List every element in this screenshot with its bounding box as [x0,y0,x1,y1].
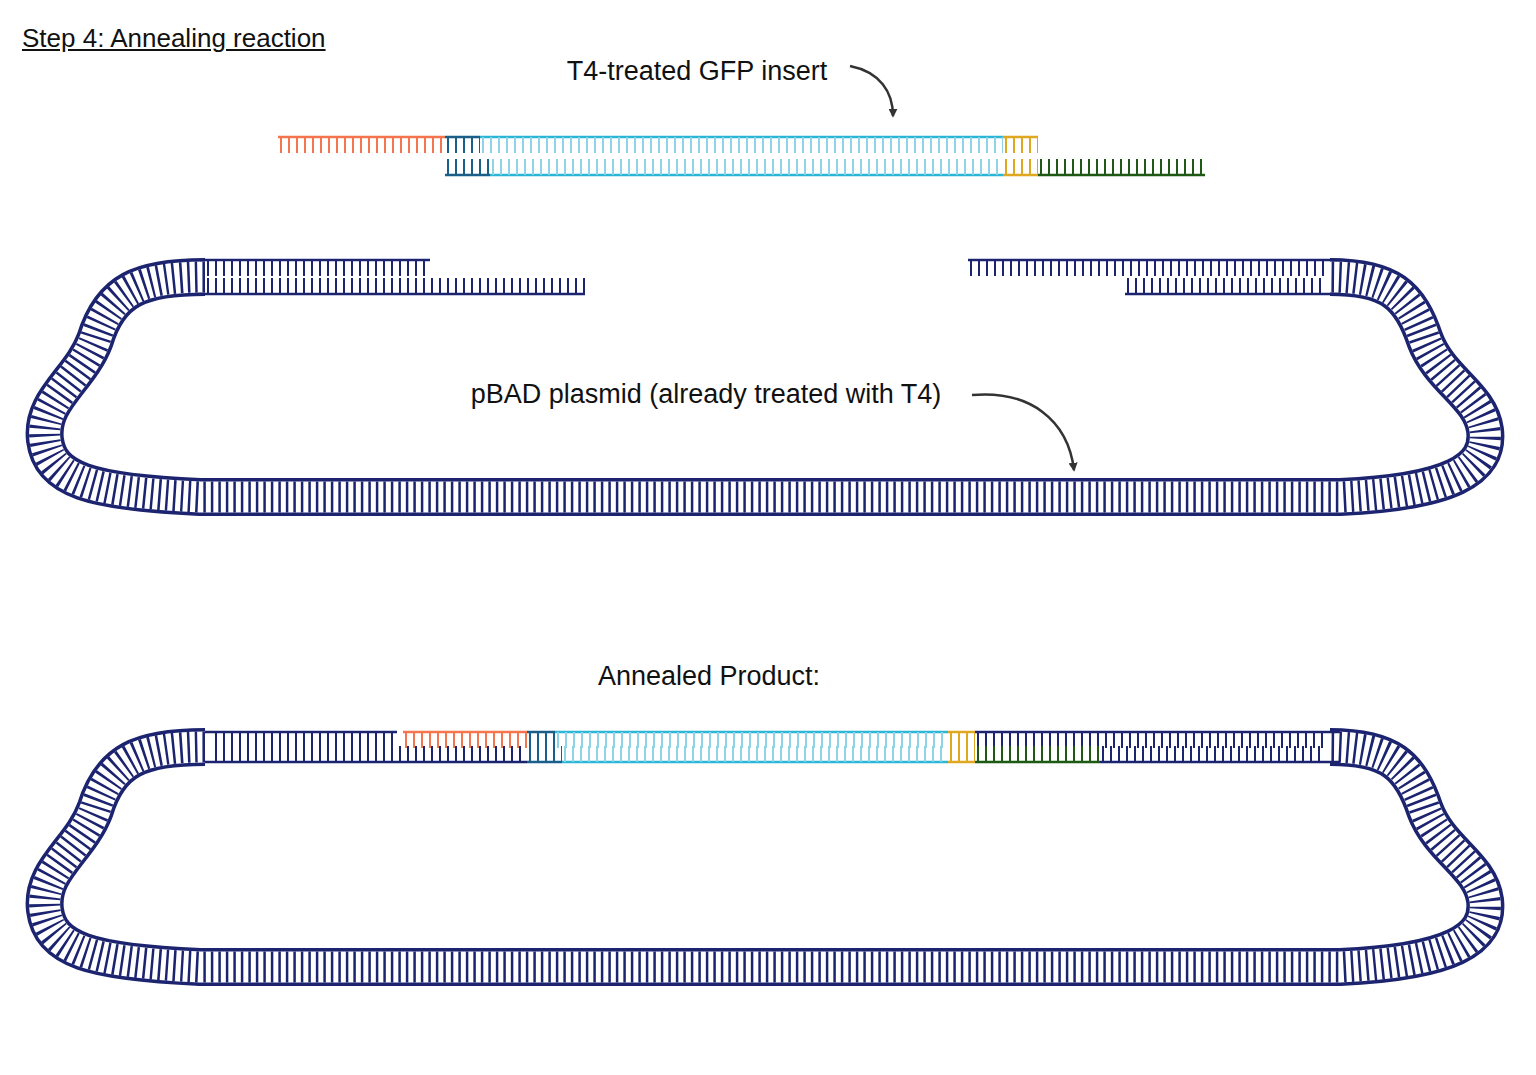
plasmid-label: pBAD plasmid (already treated with T4) [471,378,942,410]
step-title: Step 4: Annealing reaction [22,22,326,54]
insert-top-strand [278,137,1038,145]
leader-arrow [972,394,1074,470]
insert-label: T4-treated GFP insert [567,55,828,87]
product-bottom-strand [205,754,1340,762]
plasmid-backbone [45,277,1486,497]
product-backbone [45,747,1486,967]
plasmid-strand-ends [195,260,1340,294]
product-top-strand [205,732,1340,740]
insert-bottom-strand [445,167,1205,175]
product-label: Annealed Product: [598,660,820,692]
leader-arrow [850,66,893,116]
